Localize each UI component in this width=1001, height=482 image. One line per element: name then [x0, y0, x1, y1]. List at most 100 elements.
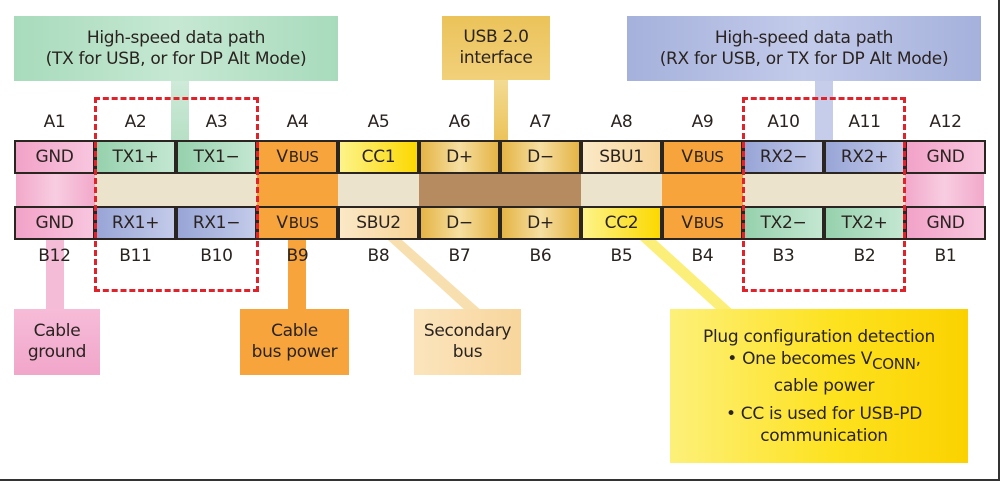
pin-name: TX2− — [760, 213, 807, 233]
row-a-label-a12: A12 — [929, 112, 962, 132]
usb2-line2: interface — [459, 48, 533, 68]
row-b-label-b5: B5 — [610, 246, 633, 266]
pin-b6-usb2: D+ — [500, 206, 581, 240]
plug-config-callout: Plug configuration detection • One becom… — [670, 309, 968, 463]
row-b-label-b8: B8 — [367, 246, 390, 266]
row-b-label-b10: B10 — [200, 246, 233, 266]
pin-name: RX2− — [759, 147, 808, 167]
pin-b12-gnd: GND — [14, 206, 95, 240]
tx-path-stem — [171, 80, 189, 140]
tx-path-line1: High-speed data path — [86, 27, 266, 48]
pin-b2-tx: TX2+ — [824, 206, 905, 240]
rx-path-line1: High-speed data path — [714, 27, 894, 48]
row-b-label-b6: B6 — [529, 246, 552, 266]
usb2-line1: USB 2.0 — [463, 27, 529, 47]
pin-b5-cc: CC2 — [581, 206, 662, 240]
tx1-rx1-dashed-box — [94, 97, 259, 292]
band-vbus-left — [257, 174, 338, 206]
cable-ground-callout: Cable ground — [14, 309, 100, 375]
row-b-label-b2: B2 — [853, 246, 876, 266]
sbu-connector-line — [388, 240, 483, 312]
row-a-label-a5: A5 — [367, 112, 390, 132]
plug-config-title: Plug configuration detection — [703, 326, 935, 347]
pin-name: GND — [35, 147, 74, 167]
pin-a3-tx: TX1− — [176, 140, 257, 174]
pin-a11-rx: RX2+ — [824, 140, 905, 174]
row-a-label-a11: A11 — [848, 112, 881, 132]
pin-name: V — [681, 213, 693, 233]
row-b-label-b3: B3 — [772, 246, 795, 266]
pin-name: TX2+ — [841, 213, 888, 233]
pin-a10-rx: RX2− — [743, 140, 824, 174]
row-b-label-b1: B1 — [934, 246, 957, 266]
pin-name-subscript: BUS — [693, 148, 724, 166]
row-a-label-a8: A8 — [610, 112, 633, 132]
pin-name: CC1 — [361, 147, 396, 167]
pin-name: SBU2 — [356, 213, 401, 233]
vbus-stem — [288, 240, 306, 310]
tx-path-callout: High-speed data path (TX for USB, or for… — [14, 16, 338, 81]
cable-ground-line2: ground — [27, 342, 87, 362]
pin-name: RX1− — [192, 213, 241, 233]
usb2-stem — [494, 78, 508, 140]
row-a-label-a7: A7 — [529, 112, 552, 132]
pin-name: D− — [527, 147, 554, 167]
bullet1-prefix: • One becomes V — [727, 348, 873, 369]
pin-name: D− — [446, 213, 473, 233]
gnd-stem — [46, 240, 64, 310]
band-tx1 — [95, 174, 257, 206]
pin-name: D+ — [527, 213, 554, 233]
rx-path-line2: (RX for USB, or TX for DP Alt Mode) — [659, 48, 949, 69]
pin-name: GND — [926, 213, 965, 233]
pin-name: V — [681, 147, 693, 167]
row-b-label-b12: B12 — [38, 246, 71, 266]
pin-name: GND — [35, 213, 74, 233]
band-gnd-left — [16, 174, 95, 206]
pin-a2-tx: TX1+ — [95, 140, 176, 174]
plug-config-bullet2: • CC is used for USB-PD — [725, 403, 923, 424]
plug-config-bullet1-line2: cable power — [773, 375, 875, 396]
pin-name-subscript: BUS — [288, 148, 319, 166]
row-a-label-a9: A9 — [691, 112, 714, 132]
row-a-label-a1: A1 — [43, 112, 66, 132]
cable-bus-power-callout: Cable bus power — [240, 309, 349, 375]
row-a-label-a2: A2 — [124, 112, 147, 132]
pin-name-subscript: BUS — [693, 214, 724, 232]
rx-path-stem — [815, 80, 833, 140]
pin-name: CC2 — [604, 213, 639, 233]
pin-a1-gnd: GND — [14, 140, 95, 174]
pin-name: TX1+ — [112, 147, 159, 167]
pin-a5-cc: CC1 — [338, 140, 419, 174]
plug-config-bullet1: • One becomes VCONN, — [717, 348, 921, 375]
plug-config-bullet2-line2: communication — [760, 425, 888, 446]
usb2-callout: USB 2.0 interface — [442, 16, 550, 80]
rx2-tx2-dashed-box — [742, 97, 906, 292]
rx-path-callout: High-speed data path (RX for USB, or TX … — [627, 16, 981, 81]
pin-name: SBU1 — [599, 147, 644, 167]
bullet1-subscript: CONN — [872, 354, 916, 373]
pin-b1-gnd: GND — [905, 206, 986, 240]
pin-a7-usb2: D− — [500, 140, 581, 174]
cc-connector-line — [640, 240, 735, 312]
pin-b8-sbu: SBU2 — [338, 206, 419, 240]
pin-name: GND — [926, 147, 965, 167]
band-gnd-right — [905, 174, 984, 206]
row-b-label-b9: B9 — [286, 246, 309, 266]
secondary-bus-line1: Secondary — [423, 321, 512, 341]
row-a-label-a10: A10 — [767, 112, 800, 132]
pin-b10-rx: RX1− — [176, 206, 257, 240]
pin-a8-sbu: SBU1 — [581, 140, 662, 174]
row-a-label-a6: A6 — [448, 112, 471, 132]
pin-a12-gnd: GND — [905, 140, 986, 174]
tx-path-line2: (TX for USB, or for DP Alt Mode) — [45, 48, 307, 69]
cable-bus-power-line2: bus power — [251, 342, 338, 362]
band-rx2 — [743, 174, 905, 206]
band-usb2 — [419, 174, 581, 206]
row-a-label-a4: A4 — [286, 112, 309, 132]
pin-a6-usb2: D+ — [419, 140, 500, 174]
